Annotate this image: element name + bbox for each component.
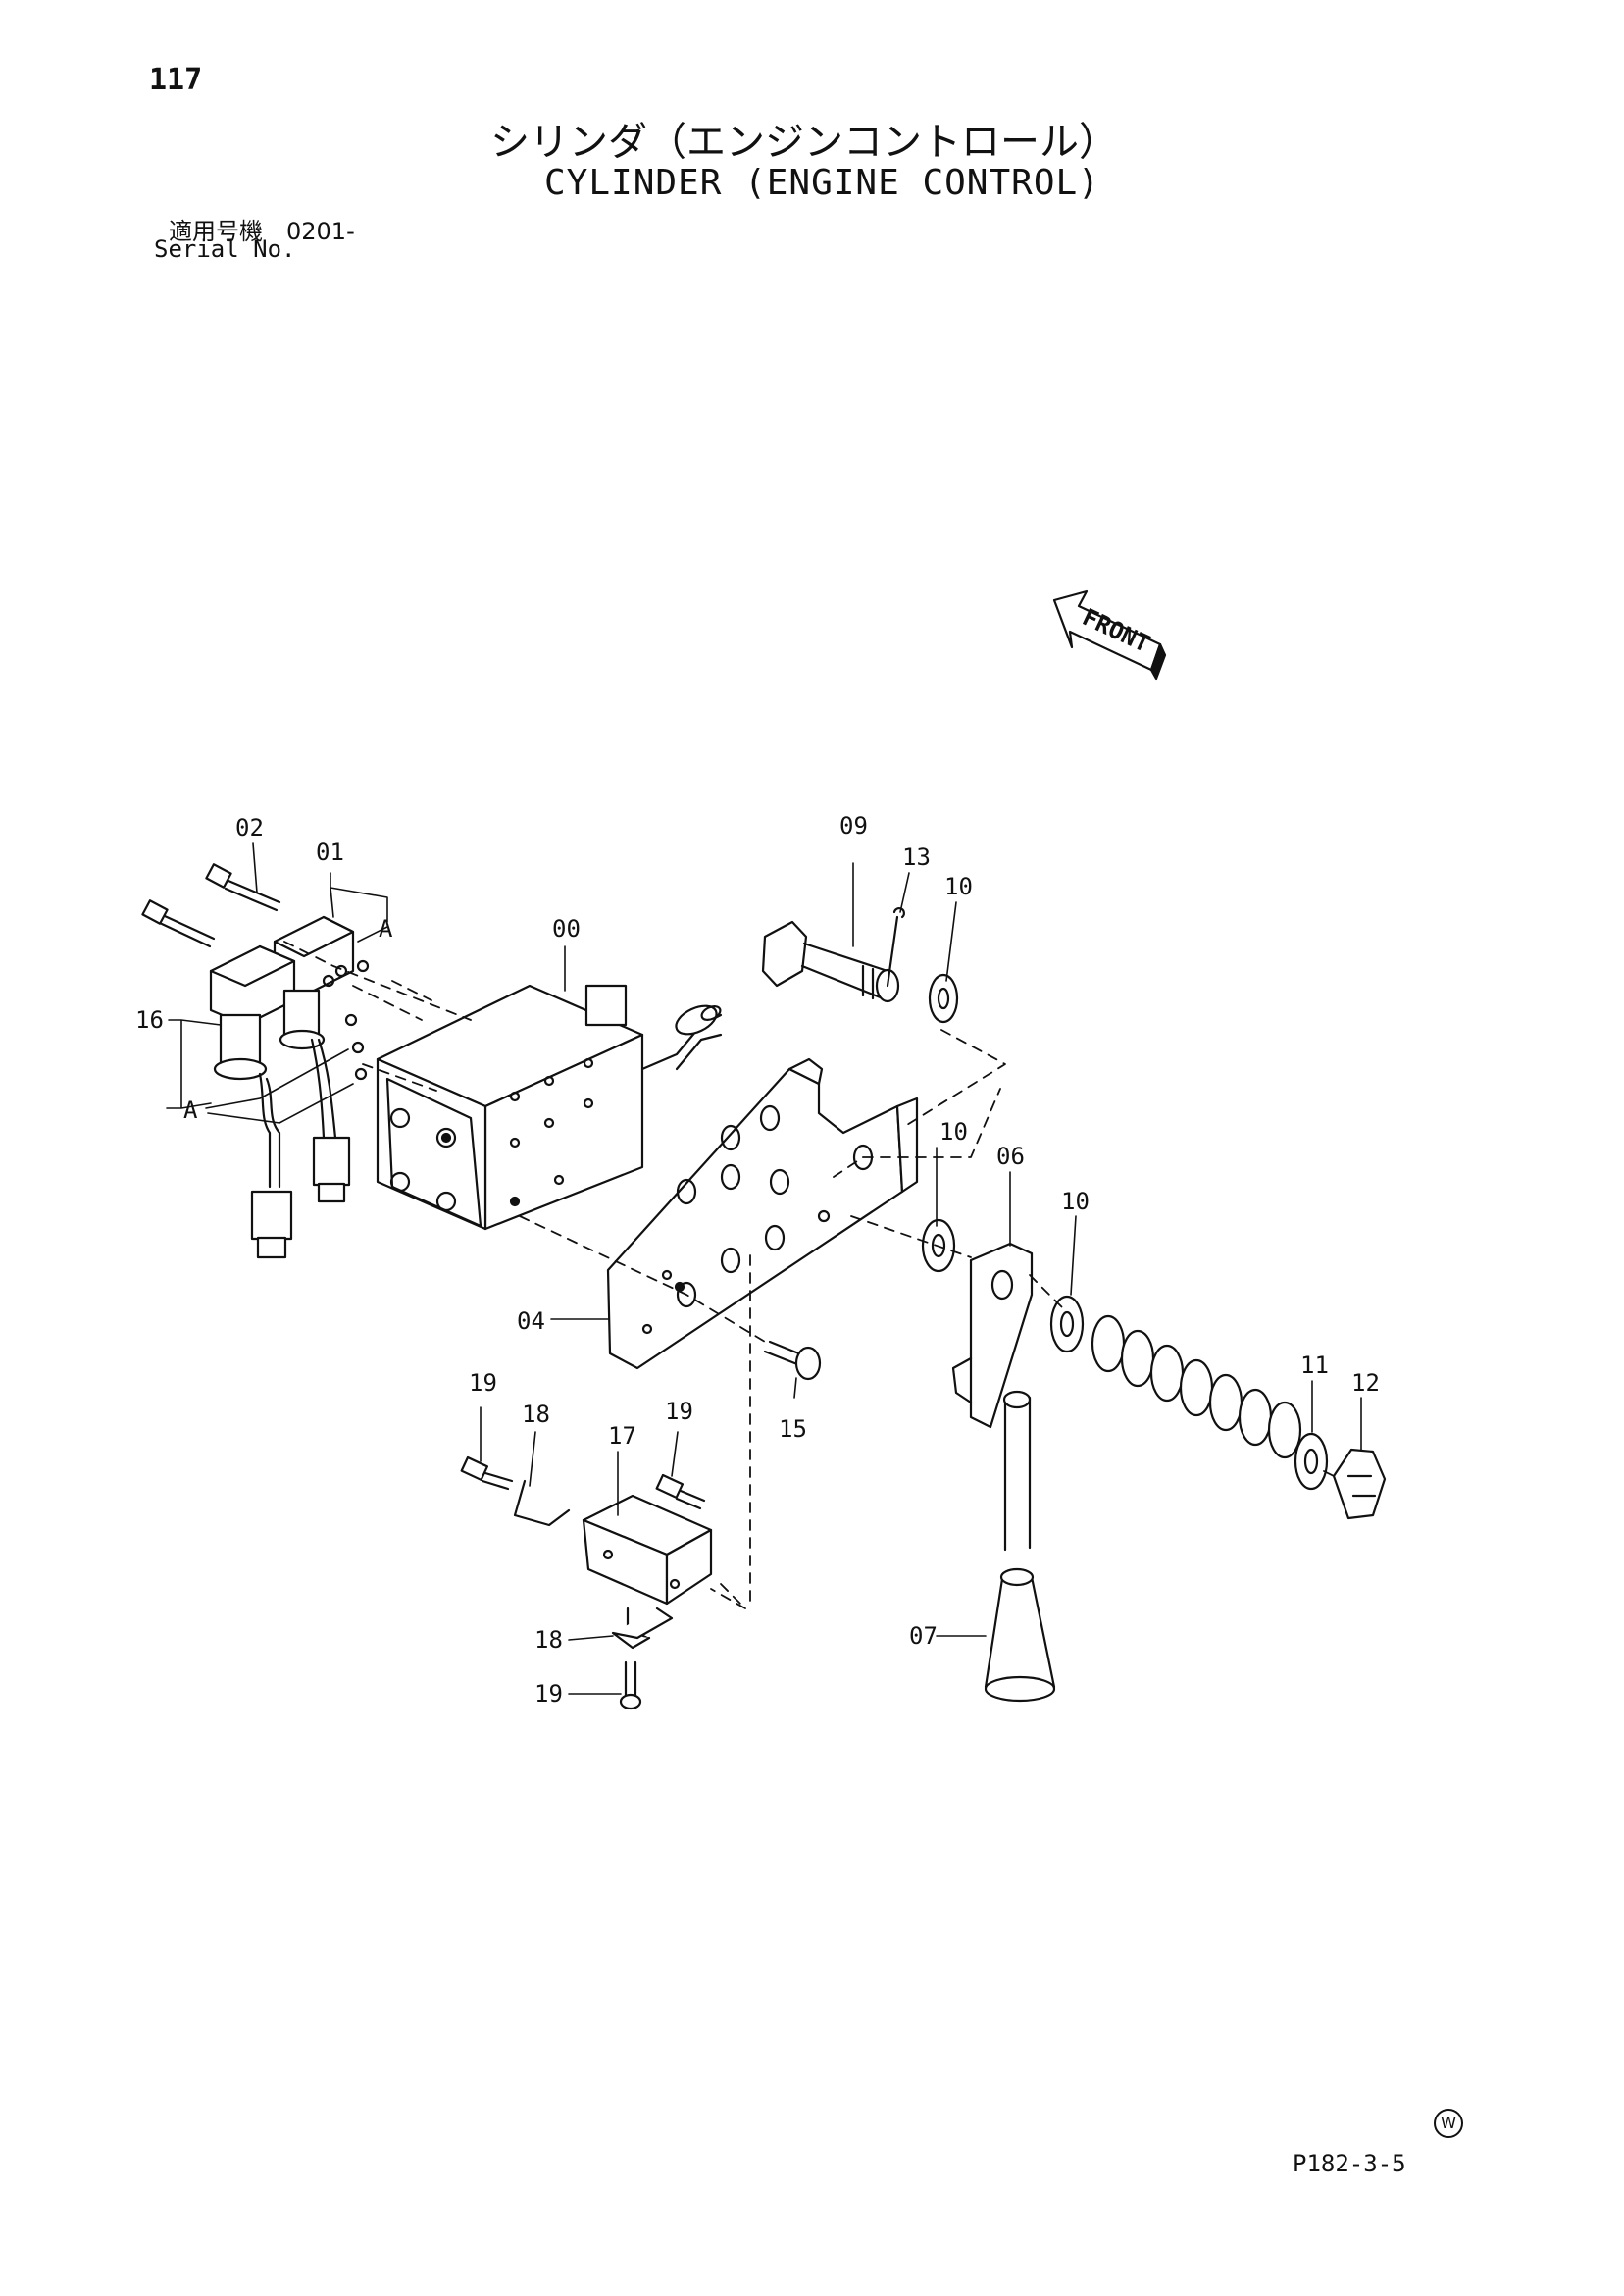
part-label-00: 00 (552, 915, 581, 943)
part-label-02: 02 (235, 814, 264, 842)
washer-10-right (1049, 1295, 1085, 1353)
part-label-15: 15 (779, 1415, 807, 1443)
part-label-10-right: 10 (1061, 1188, 1090, 1215)
bolt-15 (763, 1340, 822, 1381)
bolt-19-bottom (619, 1660, 642, 1710)
solenoid-valve-assembly (209, 915, 370, 1259)
part-label-18-bottom: 18 (534, 1626, 563, 1654)
title-english: CYLINDER (ENGINE CONTROL) (544, 163, 1100, 203)
part-label-10-top: 10 (944, 873, 973, 900)
mounting-plate (606, 1057, 919, 1370)
bolt-19-left (460, 1455, 514, 1491)
serial-label-japanese: 適用号機 0201- (169, 218, 355, 245)
part-labels: 02 01 A 00 16 A 09 13 10 10 06 10 04 11 … (135, 812, 1380, 1708)
front-arrow-icon: FRONT (1052, 589, 1167, 681)
part-label-17: 17 (608, 1422, 636, 1450)
spring-washer-stack (1091, 1314, 1329, 1491)
part-label-11: 11 (1300, 1352, 1329, 1379)
part-label-a-bottom: A (183, 1097, 198, 1124)
part-label-01: 01 (316, 839, 344, 866)
castle-nut-12 (1332, 1448, 1387, 1520)
clip-18-top (513, 1479, 571, 1527)
part-label-07: 07 (909, 1622, 938, 1650)
part-label-19-bottom: 19 (534, 1680, 563, 1708)
part-label-06: 06 (996, 1143, 1025, 1170)
bolt-19-mid (655, 1473, 706, 1510)
cylinder-body (376, 984, 723, 1231)
w-symbol-icon: W (1434, 2109, 1463, 2138)
bracket-17 (582, 1494, 713, 1640)
page-number: 117 (149, 63, 203, 97)
part-label-12: 12 (1351, 1369, 1380, 1397)
figure-code: P182-3-5 (1293, 2150, 1406, 2177)
part-label-19-left: 19 (469, 1369, 497, 1397)
part-label-a-top: A (379, 915, 393, 943)
part-label-18-top: 18 (522, 1401, 550, 1428)
title-japanese: シリンダ（エンジンコントロール） (490, 120, 1118, 165)
bolt-02 (141, 863, 281, 948)
part-label-10-mid: 10 (939, 1118, 968, 1146)
clip-18-bottom (611, 1607, 674, 1650)
bolt-09 (761, 920, 900, 1003)
part-label-09: 09 (839, 812, 868, 840)
serial-label-english: Serial No. (154, 235, 296, 263)
part-label-19-mid: 19 (665, 1398, 693, 1425)
washer-10-top (928, 973, 959, 1024)
part-label-04: 04 (517, 1307, 545, 1335)
part-label-13: 13 (902, 843, 931, 871)
part-label-16: 16 (135, 1006, 164, 1034)
grip-07 (984, 1390, 1056, 1703)
